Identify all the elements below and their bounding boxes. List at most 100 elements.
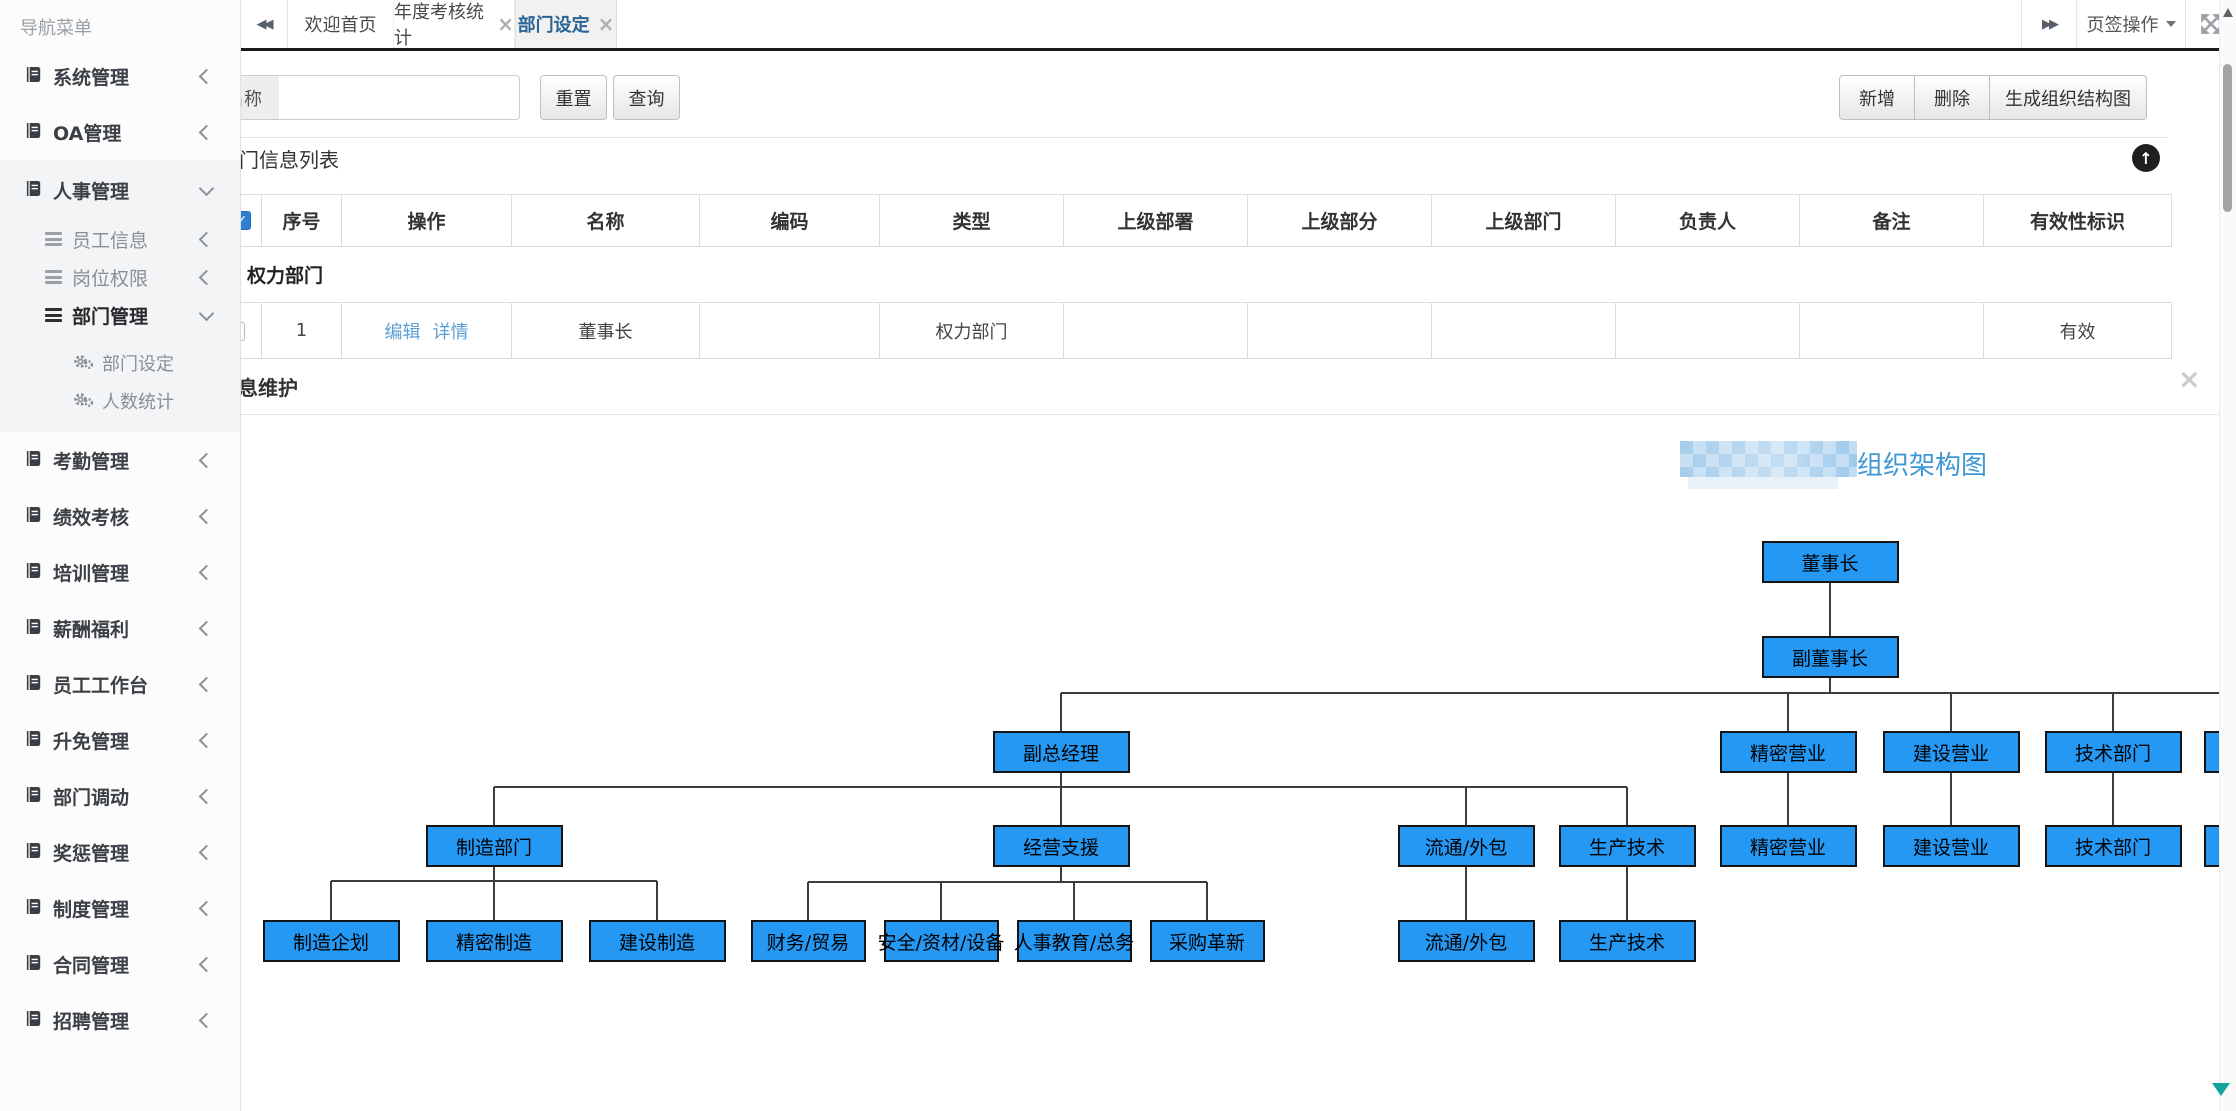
fullscreen-toggle-icon[interactable] <box>2186 0 2236 48</box>
chevron-left-icon <box>198 788 215 804</box>
sidebar-item[interactable]: 部门设定 <box>0 344 240 382</box>
sidebar-item[interactable]: 考勤管理 <box>0 432 240 488</box>
sidebar-item[interactable]: 制度管理 <box>0 880 240 936</box>
tab-close-icon[interactable]: × <box>497 12 514 36</box>
tab-active[interactable]: 部门设定 × <box>515 0 617 48</box>
sidebar-item-label: 奖惩管理 <box>53 842 130 865</box>
tab-label: 年度考核统计 <box>394 2 484 49</box>
sidebar-item[interactable]: 系统管理 <box>0 48 240 104</box>
sidebar-item[interactable]: 合同管理 <box>0 936 240 992</box>
sidebar-item-label: 人事管理 <box>53 180 130 203</box>
chevron-left-icon <box>198 269 215 285</box>
org-node[interactable]: 副董事长 <box>1761 636 1899 678</box>
org-node[interactable]: 建设制造 <box>588 920 726 962</box>
sidebar-item-label: 制度管理 <box>53 898 130 921</box>
sidebar-item[interactable]: 人数统计 <box>0 382 240 420</box>
chevron-left-icon <box>198 676 215 692</box>
panel-divider <box>175 414 2220 415</box>
org-node[interactable]: 精密营业 <box>1719 825 1857 867</box>
org-node[interactable]: 建设营业 <box>1882 731 2020 773</box>
org-node[interactable]: 技术部门 <box>2044 825 2182 867</box>
org-node[interactable]: 技术部门 <box>2044 731 2182 773</box>
table-header-row: 序号操作名称编码类型上级部署上级部分上级部门负责人备注有效性标识 <box>210 194 2172 247</box>
org-node[interactable]: 制造部门 <box>425 825 563 867</box>
detail-link[interactable]: 详情 <box>432 321 469 343</box>
column-header: 操作 <box>342 195 512 246</box>
add-button[interactable]: 新增 <box>1839 75 1914 120</box>
scroll-up-arrow-icon[interactable] <box>2223 8 2233 17</box>
search-input[interactable] <box>279 75 520 120</box>
sidebar-item[interactable]: 培训管理 <box>0 544 240 600</box>
sidebar-item[interactable]: 升免管理 <box>0 712 240 768</box>
sidebar-item[interactable]: 绩效考核 <box>0 488 240 544</box>
gears-icon <box>73 353 94 374</box>
sidebar-title: 导航菜单 <box>20 18 92 39</box>
sidebar-item[interactable]: 薪酬福利 <box>0 600 240 656</box>
sidebar-item-label: 员工信息 <box>72 229 149 252</box>
sidebar-item[interactable]: 员工信息 <box>0 220 240 258</box>
tab-item[interactable]: 年度考核统计 × <box>394 0 515 49</box>
vertical-scrollbar[interactable] <box>2219 0 2236 1111</box>
chevron-left-icon <box>198 564 215 580</box>
org-node[interactable]: 生产技术 <box>1558 825 1696 867</box>
menu-bars-icon <box>45 268 62 287</box>
scroll-tabs-right-icon[interactable]: ▶▶ <box>2021 0 2077 48</box>
page-ops-dropdown[interactable]: 页签操作 <box>2077 0 2186 48</box>
group-row: 权力部门 <box>210 247 2172 303</box>
org-node[interactable]: 精密营业 <box>1719 731 1857 773</box>
org-node[interactable]: 建设营业 <box>1882 825 2020 867</box>
query-button[interactable]: 查询 <box>613 75 680 120</box>
org-node[interactable]: 经营支援 <box>992 825 1130 867</box>
edit-link[interactable]: 编辑 <box>384 321 421 343</box>
org-node[interactable]: 副总经理 <box>992 731 1130 773</box>
chevron-left-icon <box>198 844 215 860</box>
book-icon <box>24 506 43 527</box>
sidebar-item-label: 升免管理 <box>53 730 130 753</box>
scrollbar-thumb[interactable] <box>2223 64 2232 212</box>
group-row-label: 权力部门 <box>247 265 324 287</box>
org-node[interactable]: 人事教育/总务 <box>1014 920 1134 962</box>
scroll-bottom-indicator-icon[interactable] <box>2212 1083 2230 1096</box>
book-icon <box>24 954 43 975</box>
org-node[interactable]: 财务/贸易 <box>750 920 866 962</box>
chevron-left-icon <box>198 68 215 84</box>
close-icon[interactable]: × <box>2178 364 2201 395</box>
org-node[interactable]: 董事长 <box>1761 541 1899 583</box>
column-header: 有效性标识 <box>1984 195 2172 246</box>
sidebar-item[interactable]: OA管理 <box>0 104 240 160</box>
org-node[interactable]: 生产技术 <box>1558 920 1696 962</box>
page-ops-label: 页签操作 <box>2086 15 2159 36</box>
delete-button[interactable]: 删除 <box>1914 75 1989 120</box>
sidebar-item-label: 部门管理 <box>72 305 149 328</box>
sidebar-item-label: 绩效考核 <box>53 506 130 529</box>
sidebar-item[interactable]: 招聘管理 <box>0 992 240 1048</box>
org-node[interactable]: 安全/资材/设备 <box>878 920 1004 962</box>
sidebar-item-label: 人数统计 <box>102 392 174 413</box>
sidebar-item[interactable]: 部门调动 <box>0 768 240 824</box>
generate-org-chart-button[interactable]: 生成组织结构图 <box>1989 75 2147 120</box>
scroll-tabs-left-icon[interactable]: ◀◀ <box>240 0 288 48</box>
sidebar-item[interactable]: 人事管理 <box>0 160 240 220</box>
sidebar-item[interactable]: 奖惩管理 <box>0 824 240 880</box>
org-node[interactable]: 流通/外包 <box>1397 825 1535 867</box>
org-node[interactable]: 精密制造 <box>425 920 563 962</box>
collapse-panel-icon[interactable]: ↑ <box>2132 144 2160 172</box>
sidebar-item[interactable]: 岗位权限 <box>0 258 240 296</box>
tab-label: 部门设定 <box>517 15 590 36</box>
column-header: 编码 <box>700 195 880 246</box>
org-node[interactable]: 流通/外包 <box>1397 920 1535 962</box>
gears-icon <box>73 391 94 412</box>
org-chart-title: 组织架构图 <box>1857 451 1988 481</box>
book-icon <box>24 786 43 807</box>
sidebar-item[interactable]: 员工工作台 <box>0 656 240 712</box>
reset-button[interactable]: 重置 <box>540 75 607 120</box>
org-node[interactable]: 采购革新 <box>1149 920 1265 962</box>
tab-label: 欢迎首页 <box>304 15 377 36</box>
org-node[interactable]: 制造企划 <box>262 920 400 962</box>
tab-close-icon[interactable]: × <box>597 12 615 36</box>
sidebar-item[interactable]: 部门管理 <box>0 296 240 334</box>
tab-item[interactable]: 欢迎首页 <box>288 0 394 48</box>
sidebar-item-label: 薪酬福利 <box>53 618 130 641</box>
